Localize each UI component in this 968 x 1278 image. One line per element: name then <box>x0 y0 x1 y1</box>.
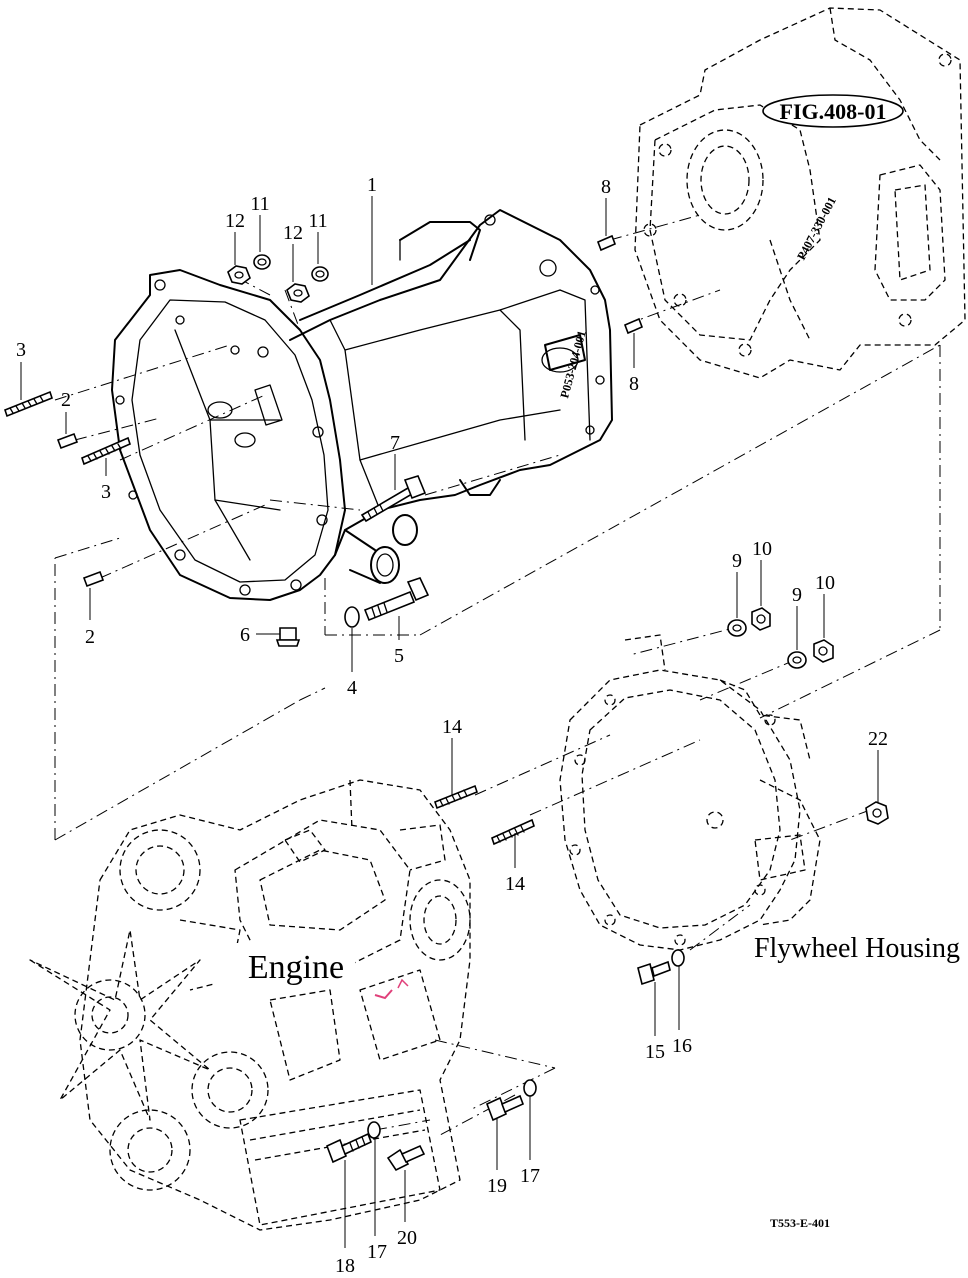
callout-15: 15 <box>645 1041 665 1063</box>
callout-11b: 11 <box>308 210 327 232</box>
dowel-pin-part-8a <box>596 234 617 252</box>
bolt-part-7 <box>360 475 427 523</box>
washer-part-4 <box>344 606 360 628</box>
washer-part-17a <box>367 1121 381 1139</box>
engine-outline <box>29 779 471 1231</box>
drawing-code: T553-E-401 <box>770 1216 830 1230</box>
figure-reference-badge: FIG.408-01 <box>762 94 904 128</box>
dowel-pin-part-8b <box>623 317 644 335</box>
nut-part-22 <box>865 801 889 825</box>
leader-lines <box>20 196 879 1248</box>
callout-17a: 17 <box>367 1241 387 1263</box>
washer-part-9a <box>727 619 747 637</box>
fastener-parts <box>4 234 889 1172</box>
drain-plug-part-6 <box>275 627 301 647</box>
callout-9b: 9 <box>792 584 802 606</box>
callout-5: 5 <box>394 645 404 667</box>
washer-part-11a <box>253 254 271 270</box>
callout-9a: 9 <box>732 550 742 572</box>
callout-12a: 12 <box>225 210 245 232</box>
stud-part-14a <box>434 784 478 810</box>
washer-part-9b <box>787 651 807 669</box>
callout-18: 18 <box>335 1255 355 1277</box>
stud-part-3a <box>4 390 53 418</box>
bolt-part-19 <box>485 1094 525 1122</box>
callout-2a: 2 <box>61 389 71 411</box>
callout-1: 1 <box>367 174 377 196</box>
callout-22: 22 <box>868 728 888 750</box>
callout-2b: 2 <box>85 626 95 648</box>
callout-3b: 3 <box>101 481 111 503</box>
callout-8a: 8 <box>601 176 611 198</box>
washer-part-17b <box>523 1079 537 1097</box>
callout-16: 16 <box>672 1035 692 1057</box>
callout-11a: 11 <box>250 193 269 215</box>
callout-17b: 17 <box>520 1165 540 1187</box>
engine-label: Engine <box>248 949 344 986</box>
flywheel-housing-outline <box>559 634 821 951</box>
assembly-lines <box>54 214 941 1136</box>
svg-text:P407-330-001: P407-330-001 <box>794 195 839 263</box>
nut-part-12a <box>227 265 251 285</box>
bolt-part-20 <box>386 1144 426 1172</box>
rear-transmission-housing: P407-330-001 <box>634 7 966 379</box>
washer-part-16 <box>671 949 685 967</box>
flywheel-housing-label: Flywheel Housing <box>754 933 960 964</box>
bolt-part-15 <box>637 960 671 986</box>
dowel-pin-part-2a <box>56 432 79 450</box>
callout-4: 4 <box>347 677 357 699</box>
callout-6: 6 <box>240 624 250 646</box>
engine-label-bg <box>215 943 355 989</box>
callout-7: 7 <box>390 432 400 454</box>
dowel-pin-part-2b <box>82 570 105 588</box>
stud-part-3b <box>81 436 131 466</box>
flywheel-label-bg <box>750 928 964 964</box>
callout-20: 20 <box>397 1227 417 1249</box>
callout-14a: 14 <box>442 716 462 738</box>
callout-10b: 10 <box>815 572 835 594</box>
nut-part-12b <box>286 283 310 303</box>
figure-reference: FIG.408-01 <box>780 99 887 124</box>
callout-14b: 14 <box>505 873 525 895</box>
stud-part-14b <box>491 818 535 846</box>
callout-12b: 12 <box>283 222 303 244</box>
callout-3a: 3 <box>16 339 26 361</box>
nut-part-10b <box>813 639 834 663</box>
callout-10a: 10 <box>752 538 772 560</box>
callout-numbers: 1 2 2 3 3 4 5 6 7 8 8 9 9 10 10 11 11 12… <box>16 174 888 1277</box>
transmission-case-part-1: P053-204-001 <box>111 209 613 601</box>
nut-part-10a <box>751 607 771 631</box>
bolt-part-5 <box>363 577 430 622</box>
callout-19: 19 <box>487 1175 507 1197</box>
washer-part-11b <box>311 266 329 282</box>
bolt-part-18 <box>325 1132 373 1164</box>
callout-8b: 8 <box>629 373 639 395</box>
